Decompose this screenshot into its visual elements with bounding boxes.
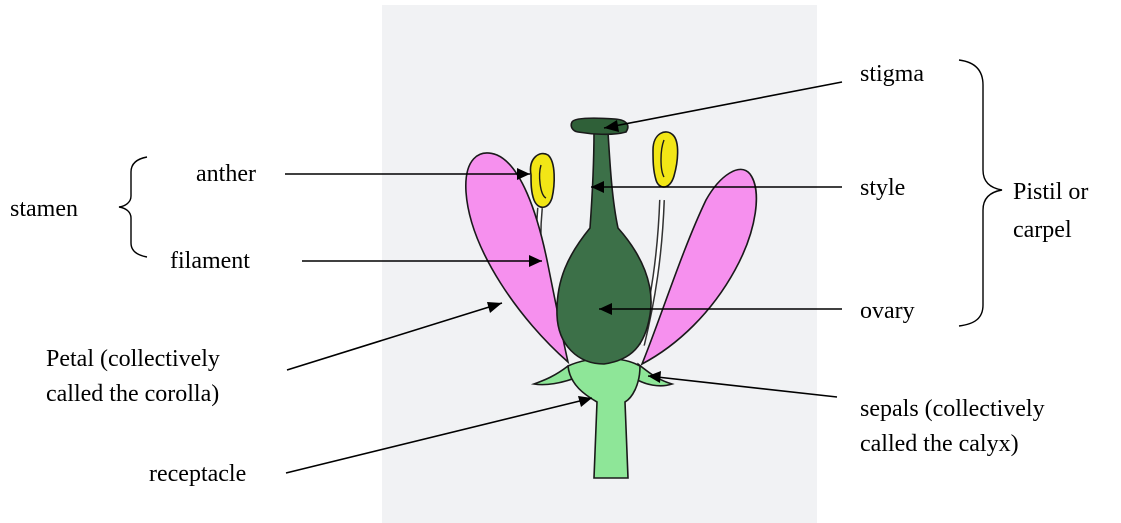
receptacle-label: receptacle (149, 461, 246, 487)
pistil-brace (959, 60, 1002, 326)
stamen-label: stamen (10, 196, 78, 222)
sepals-label-line2: called the calyx) (860, 431, 1019, 457)
pistil-label-line2: carpel (1013, 217, 1072, 243)
pistil-label-line1: Pistil or (1013, 179, 1088, 205)
sepals-label-line1: sepals (collectively (860, 396, 1045, 422)
anther-left (531, 154, 555, 208)
stamen-brace (119, 157, 147, 257)
filament-label: filament (170, 248, 250, 274)
style-label: style (860, 175, 905, 201)
petal-label-line2: called the corolla) (46, 381, 219, 407)
petal-label-line1: Petal (collectively (46, 346, 220, 372)
stigma-shape (571, 118, 628, 134)
anther-label: anther (196, 161, 256, 187)
ovary-label: ovary (860, 298, 915, 324)
stigma-label: stigma (860, 61, 924, 87)
